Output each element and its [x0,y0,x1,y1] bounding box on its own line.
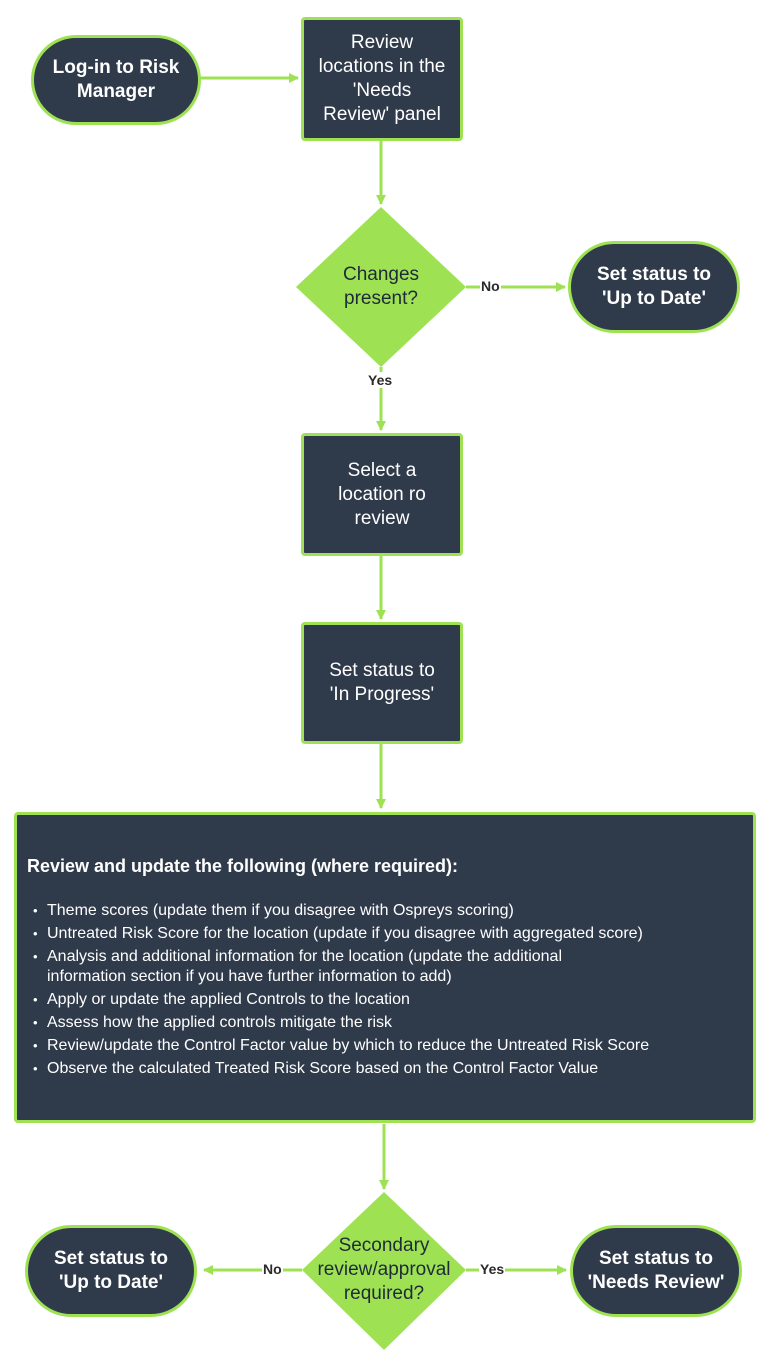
decision-diamond-secondary [302,1192,466,1350]
review-locations-node: Review locations in the 'Needs Review' p… [301,17,463,141]
edge-label-changes-no: No [480,278,501,294]
checklist-item-untreated-risk: Untreated Risk Score for the location (u… [27,924,649,944]
status-up-to-date-top-node: Set status to 'Up to Date' [568,241,740,333]
panel-checklist: Theme scores (update them if you disagre… [27,901,649,1082]
select-location-node: Select a location ro review [301,433,463,556]
secondary-review-label: Secondary review/approval required? [304,1232,464,1308]
status-up-to-date-top-label: Set status to 'Up to Date' [596,264,712,309]
edge-label-secondary-no: No [262,1261,283,1277]
review-update-panel: Review and update the following (where r… [14,812,756,1123]
changes-present-label: Changes present? [316,255,446,319]
login-node: Log-in to Risk Manager [31,35,201,125]
login-node-label: Log-in to Risk Manager [52,57,180,102]
checklist-item-apply-controls: Apply or update the applied Controls to … [27,990,649,1010]
decision-diamond-changes [296,207,466,367]
checklist-item-treated-risk: Observe the calculated Treated Risk Scor… [27,1059,649,1079]
status-needs-review-label: Set status to 'Needs Review' [587,1248,725,1293]
checklist-item-analysis: Analysis and additional information for … [27,947,649,987]
panel-title: Review and update the following (where r… [27,856,459,876]
edge-label-changes-yes: Yes [367,372,394,388]
status-up-to-date-bottom-node: Set status to 'Up to Date' [25,1225,197,1317]
checklist-item-assess-controls: Assess how the applied controls mitigate… [27,1013,649,1033]
status-in-progress-node: Set status to 'In Progress' [301,622,463,744]
status-needs-review-node: Set status to 'Needs Review' [570,1225,742,1317]
status-up-to-date-bottom-label: Set status to 'Up to Date' [53,1248,169,1293]
changes-present-text: Changes present? [342,264,420,309]
edge-label-secondary-yes: Yes [479,1261,506,1277]
review-locations-label: Review locations in the 'Needs Review' p… [318,32,446,125]
checklist-item-theme-scores: Theme scores (update them if you disagre… [27,901,649,921]
select-location-label: Select a location ro review [338,459,426,529]
status-in-progress-label: Set status to 'In Progress' [329,660,435,705]
checklist-item-control-factor: Review/update the Control Factor value b… [27,1036,649,1056]
secondary-review-text: Secondary review/approval required? [317,1235,451,1304]
